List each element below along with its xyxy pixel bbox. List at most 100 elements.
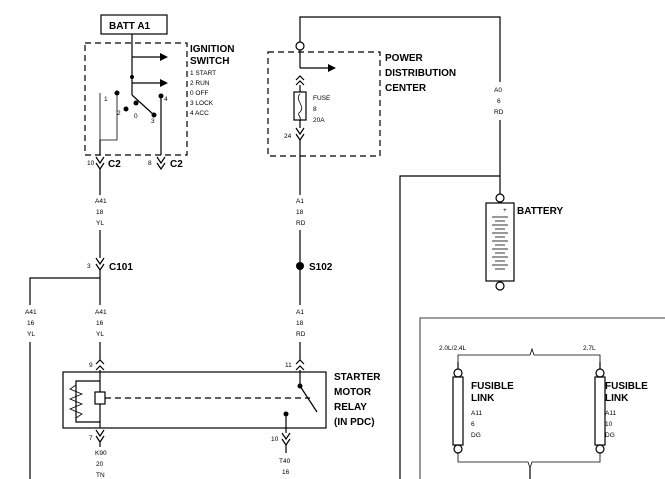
ignition-switch-title-2: SWITCH (190, 56, 229, 67)
fusible-link-right-circuit: A11 (605, 410, 616, 417)
ign-pos-2: 2 (117, 110, 121, 117)
engine-option-bracket-bottom (457, 453, 601, 470)
a0-circuit: A0 (494, 87, 502, 94)
fusible-link-right-title-2: LINK (605, 393, 629, 404)
a41-side-gauge: 16 (27, 320, 35, 327)
fusible-link-left-title-2: LINK (471, 393, 495, 404)
starter-relay-outline (62, 371, 327, 429)
run-arrow-icon (160, 79, 168, 87)
fuse-cavity: 24 (284, 133, 292, 140)
fusible-link-right-icon (594, 376, 606, 446)
relay-pin-9: 9 (89, 362, 93, 369)
battery-feed-wire (299, 16, 501, 82)
ign-pos-4: 4 (164, 96, 168, 103)
c2-left-pin: 10 (87, 160, 95, 167)
c2-left-label: C2 (108, 159, 121, 170)
fusible-link-frame (419, 317, 665, 479)
relay-coil-icon (94, 391, 106, 405)
fusible-link-left-color: DG (471, 432, 481, 439)
fuse-number: 8 (313, 106, 317, 113)
fuse-rating: 20A (313, 117, 325, 124)
a41-lower-color: YL (96, 331, 104, 338)
a41-lower-circuit: A41 (95, 309, 107, 316)
battery-label: BATTERY (517, 206, 563, 217)
fusible-link-left-gauge: 6 (471, 421, 475, 428)
fusible-link-right-color: DG (605, 432, 615, 439)
switch-blade (131, 94, 155, 116)
c2-right-pin: 8 (148, 160, 152, 167)
fuse-label: FUSE (313, 95, 331, 102)
a1-lower-circuit: A1 (296, 309, 304, 316)
a0-gauge: 6 (497, 98, 501, 105)
a41-side-color: YL (27, 331, 35, 338)
svg-text:+: + (503, 207, 507, 214)
ignition-legend-acc: 4 ACC (190, 110, 209, 117)
battery: + BATTERY (485, 193, 563, 291)
a41-upper-circuit: A41 (95, 198, 107, 205)
ign-pos-3: 3 (151, 118, 155, 125)
starter-relay-title-2: MOTOR (334, 387, 372, 398)
pdc-title-3: CENTER (385, 83, 427, 94)
relay-pin-10-connector: 10 (271, 432, 291, 447)
starter-relay-title-4: (IN PDC) (334, 417, 375, 428)
relay-pin-11: 11 (285, 362, 292, 369)
ignition-legend-lock: 3 LOCK (190, 100, 214, 107)
relay-contact-blade (299, 385, 318, 413)
fusible-link-right-gauge: 10 (605, 421, 613, 428)
relay-pin-7: 7 (89, 435, 93, 442)
ignition-legend-off: 0 OFF (190, 90, 208, 97)
pdc-outline (267, 51, 381, 157)
a1-upper-gauge: 18 (296, 209, 304, 216)
starter-motor-relay: STARTER MOTOR RELAY (IN PDC) (62, 371, 381, 429)
a41-side-circuit: A41 (25, 309, 37, 316)
t40-gauge: 16 (282, 469, 290, 476)
a1-upper-color: RD (296, 220, 306, 227)
a41-upper-gauge: 18 (96, 209, 104, 216)
a0-color: RD (494, 109, 504, 116)
coil-resistor-icon (68, 384, 84, 419)
fusible-link-right-title-1: FUSIBLE (605, 381, 648, 392)
pdc-bus-terminal (295, 41, 305, 51)
relay-pin-11-connector: 11 (285, 359, 305, 371)
ignition-legend-start: 1 START (190, 70, 216, 77)
ignition-switch: IGNITION SWITCH 1 START 2 RUN 0 OFF 3 LO… (84, 42, 234, 156)
a1-lower-gauge: 18 (296, 320, 304, 327)
fusible-link-left: FUSIBLE LINK A11 6 DG (452, 368, 514, 454)
a41-upper-color: YL (96, 220, 104, 227)
ignition-switch-title-1: IGNITION (190, 44, 234, 55)
engine-option-right: 2.7L (583, 345, 596, 352)
c2-right-connector: 8 C2 (148, 156, 183, 171)
ign-contact-0 (133, 100, 139, 106)
fuse-8-icon (293, 91, 307, 121)
a1-upper-circuit: A1 (296, 198, 304, 205)
k90-gauge: 20 (96, 461, 104, 468)
ign-pos-1: 1 (104, 96, 108, 103)
fusible-link-left-icon (452, 376, 464, 446)
battery-ground-wire (399, 175, 500, 479)
fusible-link-left-title-1: FUSIBLE (471, 381, 514, 392)
t40-circuit: T40 (279, 458, 291, 465)
engine-option-left: 2.0L/2.4L (439, 345, 466, 352)
ignition-switch-outline (84, 42, 188, 156)
a41-lower-gauge: 16 (96, 320, 104, 327)
battery-icon (485, 202, 515, 282)
ign-pos-0: 0 (134, 113, 138, 120)
a1-lower-color: RD (296, 331, 306, 338)
s102-label: S102 (309, 262, 333, 273)
start-arrow-icon (160, 53, 168, 61)
relay-pin-7-connector: 7 (89, 429, 105, 444)
k90-circuit: K90 (95, 450, 107, 457)
starter-relay-title-3: RELAY (334, 402, 367, 413)
fusible-link-left-circuit: A11 (471, 410, 482, 417)
battery-positive-terminal (495, 193, 505, 203)
s102-splice (296, 262, 304, 270)
batt-a1-label: BATT A1 (109, 21, 151, 32)
c101-pin: 3 (87, 263, 91, 270)
battery-negative-terminal (495, 281, 505, 291)
engine-option-bracket-top (457, 347, 601, 362)
ign-contact-2 (123, 106, 129, 112)
pdc-title-2: DISTRIBUTION (385, 68, 456, 79)
k90-color: TN (96, 472, 105, 479)
